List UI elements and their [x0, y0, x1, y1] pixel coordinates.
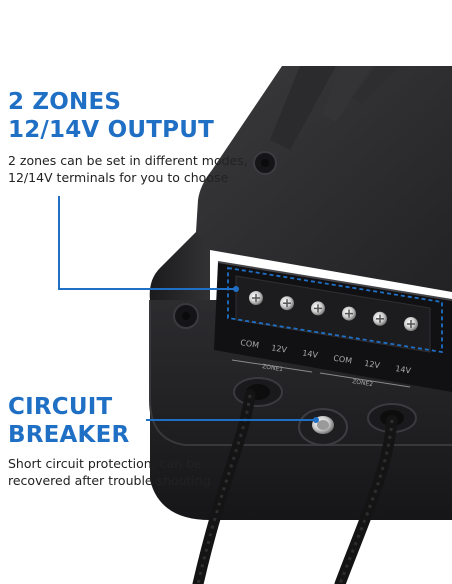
terminal-label: 14V: [302, 348, 319, 359]
zones-title-line1: 2 ZONES: [8, 89, 122, 115]
breaker-title-line2: BREAKER: [8, 422, 130, 448]
housing-rib: [270, 66, 336, 150]
circuit-breaker-button: [298, 408, 348, 446]
terminal-label: 14V: [395, 364, 412, 375]
housing-rib: [322, 66, 372, 122]
power-supply-left-side: [149, 232, 210, 300]
cable-gland-left: [233, 377, 283, 407]
terminal-label: 12V: [271, 343, 288, 354]
power-supply-top-face: [196, 66, 452, 292]
terminal-label: COM: [240, 338, 260, 350]
zone2-label: ZONE2: [352, 378, 374, 388]
housing-rib: [352, 66, 400, 104]
zones-callout-line: [58, 196, 236, 290]
breaker-description-line2: recovered after trouble shooting: [8, 473, 211, 488]
terminal-label: COM: [333, 354, 353, 366]
zones-title-line2: 12/14V OUTPUT: [8, 117, 214, 143]
zone1-label: ZONE1: [262, 363, 284, 373]
terminal-highlight-box: [227, 266, 443, 354]
terminal-label: 12V: [364, 359, 381, 370]
breaker-description-line1: Short circuit protection, can be: [8, 456, 202, 471]
terminal-block: [235, 275, 431, 353]
breaker-title-line1: CIRCUIT: [8, 394, 113, 420]
zones-description-line2: 12/14V terminals for you to choose: [8, 170, 229, 185]
zones-description-line1: 2 zones can be set in different modes,: [8, 153, 248, 168]
